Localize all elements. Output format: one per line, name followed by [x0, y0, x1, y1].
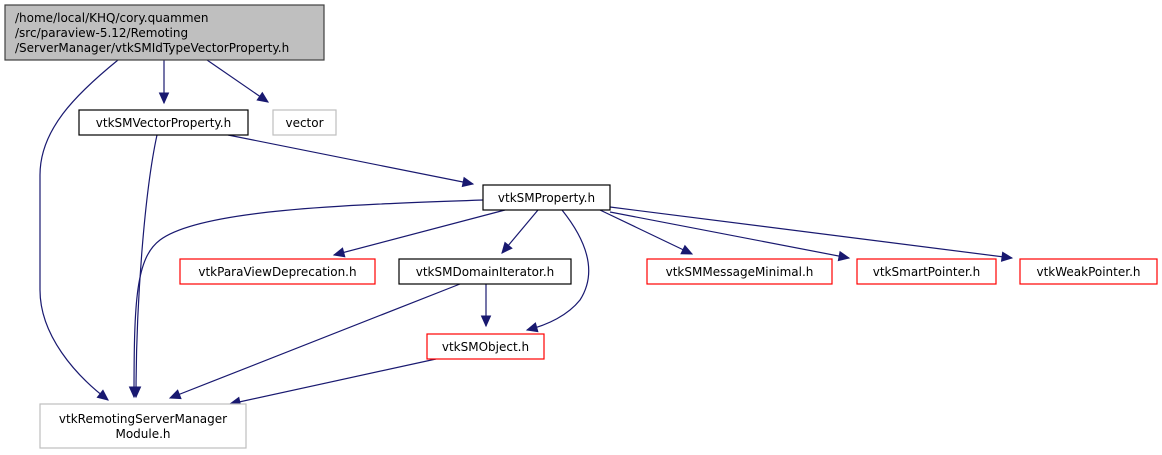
node-label: /ServerManager/vtkSMIdTypeVectorProperty…: [15, 41, 289, 55]
edge-prop-weak: [609, 206, 1014, 262]
node-label: vtkWeakPointer.h: [1036, 265, 1140, 279]
edge-arrowhead: [501, 241, 513, 254]
edge-arrowhead: [680, 244, 694, 255]
edge-prop-msg: [599, 209, 694, 255]
node-box: [1019, 258, 1158, 285]
edge-line: [526, 209, 590, 331]
node-label: vtkSMVectorProperty.h: [96, 116, 231, 130]
edge-prop-domit: [501, 209, 539, 254]
node-smart[interactable]: vtkSmartPointer.h: [856, 258, 997, 285]
edge-arrowhead: [168, 389, 182, 400]
node-box: [4, 4, 325, 61]
node-box: [272, 109, 337, 136]
nodes-layer: /home/local/KHQ/cory.quammen/src/paravie…: [4, 4, 1158, 449]
node-box: [179, 258, 376, 285]
edge-arrowhead: [480, 315, 492, 328]
edge-root-module: [39, 59, 119, 401]
node-box: [482, 184, 611, 211]
edge-prop-smart: [609, 211, 851, 262]
node-msg[interactable]: vtkSMMessageMinimal.h: [646, 258, 833, 285]
edge-arrowhead: [128, 386, 140, 399]
edge-arrowhead: [461, 176, 475, 188]
node-box: [78, 109, 249, 136]
node-box: [856, 258, 997, 285]
edge-prop-obj: [525, 209, 590, 333]
edge-line: [169, 283, 461, 399]
edge-line: [133, 199, 484, 398]
node-label: vtkParaViewDeprecation.h: [198, 265, 356, 279]
edge-line: [609, 206, 1013, 259]
node-label: /src/paraview-5.12/Remoting: [15, 26, 188, 40]
node-label: vtkSMDomainIterator.h: [416, 265, 555, 279]
node-label: /home/local/KHQ/cory.quammen: [15, 11, 209, 25]
node-obj[interactable]: vtkSMObject.h: [426, 333, 545, 360]
edge-line: [206, 59, 269, 103]
node-vecprop[interactable]: vtkSMVectorProperty.h: [78, 109, 249, 136]
edge-arrowhead: [332, 247, 346, 258]
edge-arrowhead: [256, 91, 270, 103]
node-label: vtkSMProperty.h: [498, 191, 595, 205]
edge-arrowhead: [525, 322, 539, 333]
edge-arrowhead: [96, 389, 109, 401]
edge-arrowhead: [1000, 251, 1014, 262]
node-prop[interactable]: vtkSMProperty.h: [482, 184, 611, 211]
edge-vecprop-module: [130, 134, 158, 399]
edge-line: [599, 209, 693, 255]
node-box: [39, 403, 247, 449]
node-box: [426, 333, 545, 360]
edge-root-vector: [206, 59, 270, 103]
edge-obj-module: [228, 358, 437, 407]
node-domit[interactable]: vtkSMDomainIterator.h: [398, 258, 572, 285]
edge-line: [227, 134, 474, 185]
node-label: Module.h: [115, 427, 170, 441]
edge-arrowhead: [837, 250, 851, 262]
node-label: vtkSMObject.h: [442, 340, 529, 354]
node-label: vtkSMMessageMinimal.h: [666, 265, 814, 279]
node-vector[interactable]: vector: [272, 109, 337, 136]
edge-line: [39, 59, 119, 401]
node-root: /home/local/KHQ/cory.quammen/src/paravie…: [4, 4, 325, 61]
node-box: [398, 258, 572, 285]
edge-line: [135, 134, 158, 398]
node-depr[interactable]: vtkParaViewDeprecation.h: [179, 258, 376, 285]
edge-arrowhead: [158, 92, 170, 105]
node-label: vtkRemotingServerManager: [59, 412, 227, 426]
node-label: vector: [285, 116, 323, 130]
edge-prop-depr: [332, 209, 506, 258]
edge-prop-module: [128, 199, 484, 399]
node-weak[interactable]: vtkWeakPointer.h: [1019, 258, 1158, 285]
edge-line: [333, 209, 506, 256]
edge-line: [609, 211, 850, 259]
node-label: vtkSmartPointer.h: [873, 265, 980, 279]
edge-vecprop-prop: [227, 134, 475, 188]
edge-line: [229, 358, 437, 405]
edge-domit-module: [168, 283, 461, 400]
edge-domit-obj: [480, 284, 492, 328]
edges-layer: [39, 59, 1014, 407]
node-box: [646, 258, 833, 285]
edge-root-vecprop: [158, 60, 170, 105]
